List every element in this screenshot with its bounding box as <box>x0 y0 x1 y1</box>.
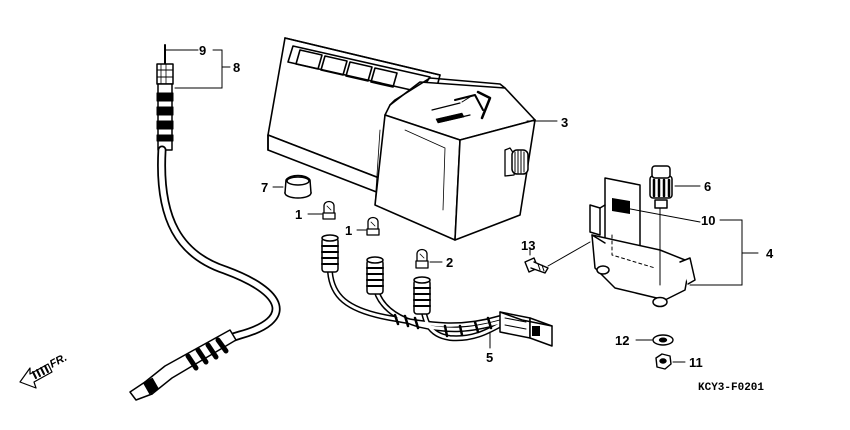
bulb-1a <box>322 200 336 220</box>
speedometer-cable <box>129 44 281 401</box>
callout-10-4-leader <box>624 207 759 286</box>
grommet <box>649 165 673 209</box>
callout-8: 8 <box>233 60 240 75</box>
bulb-2 <box>415 248 429 269</box>
callout-13: 13 <box>521 238 535 253</box>
callout-12: 12 <box>615 333 629 348</box>
diagram-code: KCY3-F0201 <box>698 382 764 394</box>
callout-7: 7 <box>261 180 268 195</box>
front-arrow-icon <box>19 363 53 389</box>
meter-case <box>267 37 536 241</box>
nut <box>655 353 672 370</box>
callout-1a: 1 <box>295 207 302 222</box>
bolt <box>524 257 549 274</box>
washer <box>652 334 674 346</box>
bulb-1b <box>366 216 380 236</box>
callout-1b: 1 <box>345 223 352 238</box>
callout-9: 9 <box>199 43 206 58</box>
callout-6: 6 <box>704 179 711 194</box>
callout-2: 2 <box>446 255 453 270</box>
callout-5: 5 <box>486 350 493 365</box>
meter-bracket <box>589 177 696 308</box>
front-direction-label: FR. <box>48 352 69 371</box>
callout-9-8-leader <box>164 49 231 89</box>
callout-3: 3 <box>561 115 568 130</box>
callout-11: 11 <box>689 355 703 370</box>
callout-4: 4 <box>766 246 774 261</box>
wire-harness <box>321 234 553 347</box>
callout-10: 10 <box>701 213 715 228</box>
rubber-cap <box>284 174 312 199</box>
